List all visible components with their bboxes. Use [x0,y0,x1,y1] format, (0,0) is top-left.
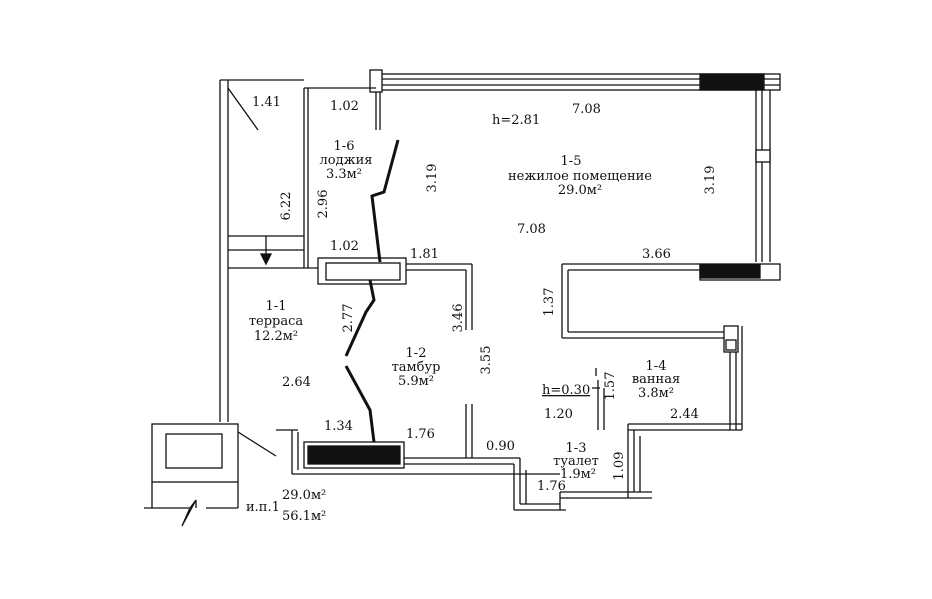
room-area: 5.9м² [398,374,434,389]
dim-label: 0.90 [486,439,515,454]
dim-label: 3.66 [642,247,671,262]
dim-label: 1.41 [252,95,281,110]
room-1-2-label: 1-2 тамбур 5.9м² [392,346,441,389]
room-number: 1-6 [334,139,355,154]
room-number: 1-1 [266,299,287,314]
dim-label: 2.64 [282,375,311,390]
dim-label: 2.44 [670,407,699,422]
room-name: лоджия [320,153,373,168]
dim-label: 1.20 [544,407,573,422]
dim-label: 1.34 [324,419,353,434]
dim-label: 7.08 [517,222,546,237]
dim-label: 1.02 [330,239,359,254]
dim-label: 3.19 [703,166,718,195]
dim-label: 2.77 [341,304,356,333]
summary-area-1: 29.0м² [282,488,326,503]
room-name: терраса [249,314,304,329]
room-number: 1-3 [566,441,587,456]
dim-label: 3.55 [479,346,494,375]
dim-label: 1.76 [406,427,435,442]
dimensions: 1.41 1.02 7.08 7.08 1.02 1.81 3.66 2.64 … [252,95,718,494]
dim-label: 1.02 [330,99,359,114]
dim-label: 3.19 [425,164,440,193]
ceiling-height: h=2.81 [492,113,540,128]
dim-label: 2.96 [316,190,331,219]
room-number: 1-5 [561,154,582,169]
room-area: 29.0м² [558,183,602,198]
room-area: 3.8м² [638,386,674,401]
summary-area-2: 56.1м² [282,509,326,524]
room-name: туалет [553,454,599,469]
dim-label: 3.46 [451,304,466,333]
room-1-4-label: 1-4 ванная 3.8м² [632,359,680,401]
room-1-3-label: 1-3 туалет 1.9м² [553,441,599,482]
room-area: 1.9м² [560,467,596,482]
room-area: 3.3м² [326,167,362,182]
area-summary: и.п.1 29.0м² 56.1м² [246,488,326,524]
dim-label: 6.22 [279,192,294,221]
room-number: 1-4 [646,359,667,374]
room-name: ванная [632,372,680,387]
dim-label: 1.76 [537,479,566,494]
room-1-5-label: 1-5 нежилое помещение 29.0м² [508,154,652,198]
dim-label: 1.09 [612,452,627,481]
dim-label: 7.08 [572,102,601,117]
room-1-1-label: 1-1 терраса 12.2м² [249,299,304,344]
summary-label: и.п.1 [246,500,280,515]
walls [144,69,781,527]
bath-height: h=0.30 [542,383,590,398]
dim-label: 1.57 [603,372,618,401]
dim-label: 1.37 [542,288,557,317]
dim-label: 1.81 [410,247,439,262]
room-number: 1-2 [406,346,427,361]
room-name: тамбур [392,360,441,375]
room-area: 12.2м² [254,329,298,344]
room-name: нежилое помещение [508,169,652,184]
room-1-6-label: 1-6 лоджия 3.3м² [320,139,373,182]
